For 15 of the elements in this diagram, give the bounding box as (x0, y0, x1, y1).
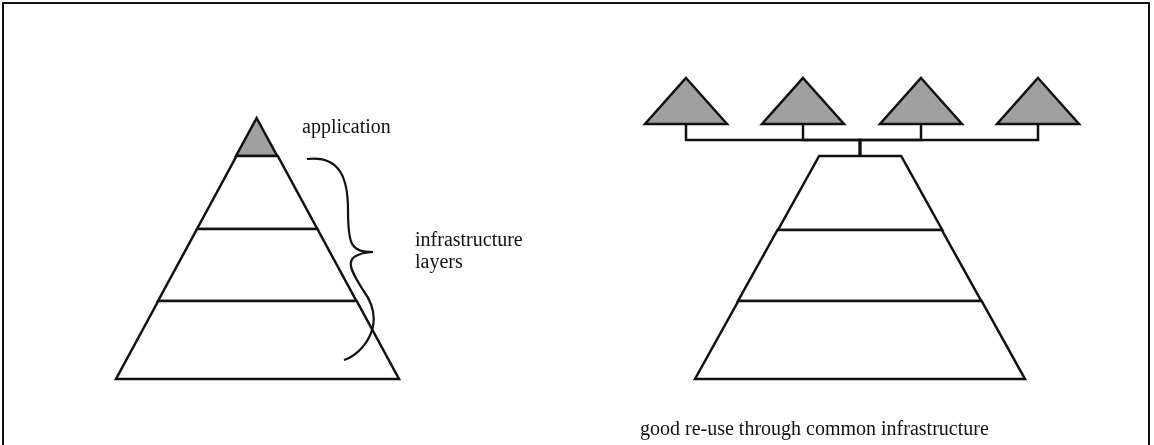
triangle-block (236, 118, 278, 156)
triangle-block (880, 78, 962, 124)
layer-band (196, 156, 318, 229)
connector-line (858, 124, 1040, 156)
part-label: application (302, 115, 392, 137)
triangle-block (762, 78, 844, 124)
triangle-block (645, 78, 727, 124)
layer-band (695, 301, 1025, 379)
layer-band (777, 156, 943, 230)
part-label: infrastructure layers (415, 228, 524, 272)
layer-band (157, 229, 357, 301)
triangle-block (997, 78, 1079, 124)
figure-caption: good re-use through common infrastructure (640, 417, 989, 439)
layer-band (115, 301, 399, 379)
layer-band (738, 230, 982, 301)
